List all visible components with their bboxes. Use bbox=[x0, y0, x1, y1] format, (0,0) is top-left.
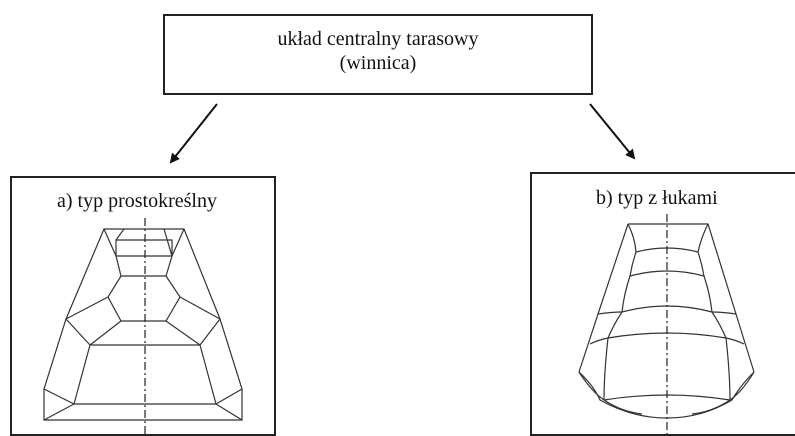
root-node-title: układ centralny tarasowy bbox=[277, 28, 479, 50]
panel-b-label: b) typ z łukami bbox=[596, 187, 718, 209]
arrow-to-panel-a bbox=[169, 103, 218, 164]
connector-arrows bbox=[169, 103, 636, 164]
panel-a-straight-type: a) typ prostokreślny bbox=[10, 176, 276, 436]
root-node-box: układ centralny tarasowy (winnica) bbox=[163, 14, 593, 95]
panel-b-arc-type: b) typ z łukami bbox=[530, 172, 795, 436]
arc-type-drawing bbox=[578, 214, 755, 434]
straight-type-drawing bbox=[43, 218, 243, 434]
panel-a-label: a) typ prostokreślny bbox=[57, 190, 217, 212]
root-node-subtitle: (winnica) bbox=[339, 52, 417, 74]
arrow-to-panel-b bbox=[589, 103, 636, 160]
